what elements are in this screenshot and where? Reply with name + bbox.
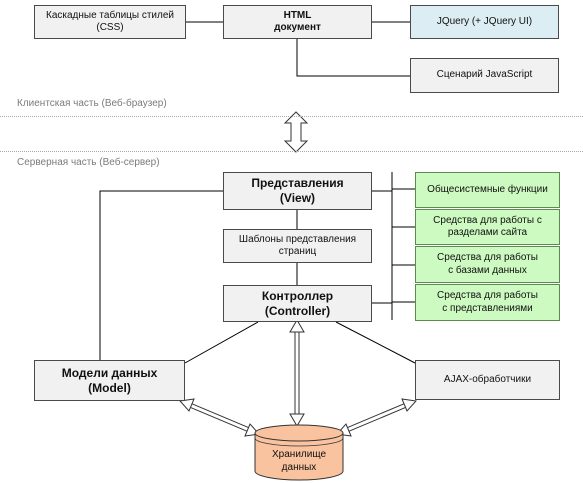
client-region-label: Клиентская часть (Веб-браузер) <box>17 98 167 109</box>
ajax-storage-arrow <box>336 398 417 437</box>
controller-box: Контроллер (Controller) <box>223 285 372 322</box>
tool-box-views: Средства для работы с представлениями <box>415 284 560 321</box>
storage-cylinder: Хранилище данных <box>254 424 344 482</box>
tool-box-databases: Средства для работы с базами данных <box>415 246 560 283</box>
controller-model-line <box>184 321 259 364</box>
html-document-box: HTML документ <box>223 5 372 39</box>
javascript-box: Сценарий JavaScript <box>410 58 559 93</box>
storage-label: Хранилище данных <box>272 449 326 473</box>
css-box: Каскадные таблицы стилей (CSS) <box>34 5 186 39</box>
templates-box: Шаблоны представления страниц <box>223 229 372 263</box>
storage-icon <box>254 424 344 481</box>
client-divider <box>0 116 583 117</box>
controller-ajax-line <box>335 321 416 364</box>
model-storage-arrow <box>179 398 260 437</box>
model-view-line <box>99 190 223 360</box>
views-box: Представления (View) <box>223 172 372 210</box>
html-script-line <box>296 38 410 77</box>
server-divider <box>0 151 583 152</box>
jquery-box: JQuery (+ JQuery UI) <box>410 5 559 39</box>
models-box: Модели данных (Model) <box>34 360 185 401</box>
server-region-label: Серверная часть (Веб-сервер) <box>17 157 160 168</box>
client-server-arrow <box>283 111 309 153</box>
tool-box-site-sections: Средства для работы с разделами сайта <box>415 209 560 245</box>
tool-box-system-functions: Общесистемные функции <box>415 172 560 208</box>
ajax-box: AJAX-обработчики <box>415 360 560 400</box>
controller-storage-arrow <box>289 319 305 427</box>
